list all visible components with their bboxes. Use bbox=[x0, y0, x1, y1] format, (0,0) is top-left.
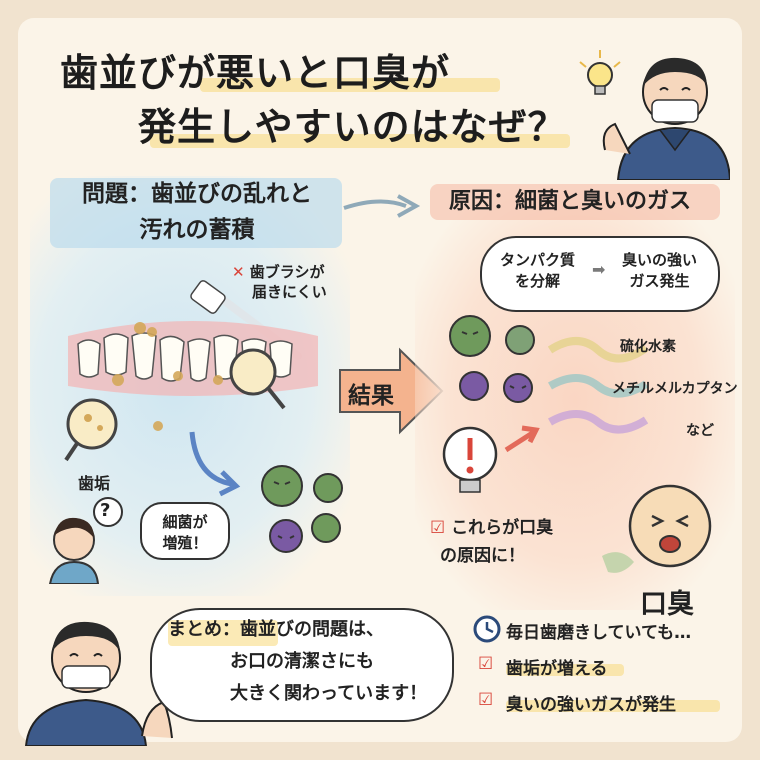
process-right-line-2: ガス発生 bbox=[629, 272, 690, 290]
clock-icon bbox=[473, 615, 501, 643]
person-thinking-illustration bbox=[48, 497, 123, 584]
title-highlight bbox=[150, 134, 570, 148]
checklist-item-1: 歯垢が増える bbox=[506, 659, 608, 679]
process-arrow-icon: ➡ bbox=[592, 260, 606, 279]
process-bubble bbox=[480, 236, 720, 312]
checkbox-icon: ☑ bbox=[478, 654, 494, 674]
question-mark-icon: ? bbox=[100, 500, 111, 521]
process-left-line-1: タンパク質 bbox=[500, 251, 576, 269]
checklist-item-2: 臭いの強いガスが発生 bbox=[506, 695, 676, 715]
bad-breath-label: 口臭 bbox=[640, 589, 694, 620]
problem-heading-line-1: 問題：歯並びの乱れと bbox=[82, 181, 312, 207]
summary-line-1: まとめ：歯並びの問題は、 bbox=[168, 619, 384, 640]
checkbox-icon: ☑ bbox=[430, 518, 452, 538]
problem-heading-band bbox=[50, 178, 342, 248]
process-left-line-2: を分解 bbox=[515, 272, 561, 290]
magnifier-icon bbox=[64, 398, 118, 462]
checkbox-icon: ☑ bbox=[478, 690, 494, 710]
gas-item-2: メチルメルカプタン bbox=[612, 381, 738, 397]
summary-highlight bbox=[168, 620, 278, 646]
summary-line-3: 大きく関わっています！ bbox=[230, 683, 428, 704]
conclusion-line-1: ☑ これらが口臭 bbox=[430, 518, 554, 538]
conclusion: ☑ これらが口臭 の原因に！ bbox=[430, 514, 553, 570]
gas-item-1: 硫化水素 bbox=[620, 339, 676, 355]
cause-heading: 原因：細菌と臭いのガス bbox=[448, 189, 691, 214]
bacteria-bubble: 細菌が 増殖！ bbox=[140, 502, 230, 560]
checklist-clock-item: 毎日歯磨きしていても… bbox=[506, 623, 692, 643]
title-line-2: 発生しやすいのはなぜ？ bbox=[138, 105, 567, 149]
warning-lightbulb-icon bbox=[442, 425, 540, 493]
bacteria-bubble-line-2: 増殖！ bbox=[162, 534, 208, 552]
bad-breath-face-icon bbox=[602, 484, 712, 573]
doctor-illustration-top bbox=[579, 50, 730, 180]
brush-note-line-1: ✕ 歯ブラシが bbox=[232, 263, 325, 281]
process-left: タンパク質 を分解 bbox=[500, 250, 575, 292]
magnifier-icon bbox=[229, 348, 286, 410]
bacteria-illustration bbox=[261, 465, 343, 553]
plaque-label: 歯垢 bbox=[78, 474, 111, 493]
process-right-line-1: 臭いの強い bbox=[622, 251, 698, 269]
gas-wisps bbox=[548, 337, 648, 434]
conclusion-line-2: の原因に！ bbox=[440, 546, 525, 566]
doctor-illustration-bottom bbox=[24, 621, 173, 746]
summary-line-2: お口の清潔さにも bbox=[230, 651, 374, 672]
heading-arrow-icon bbox=[343, 194, 421, 218]
problem-heading-line-2: 汚れの蓄積 bbox=[139, 217, 255, 243]
curved-arrow-icon bbox=[189, 431, 241, 497]
process-right: 臭いの強い ガス発生 bbox=[622, 250, 697, 292]
bacteria-illustration bbox=[449, 315, 535, 403]
title-line-1: 歯並びが悪いと口臭が bbox=[60, 51, 451, 95]
bacteria-bubble-line-1: 細菌が bbox=[162, 513, 208, 531]
problem-heading: 問題：歯並びの乱れと 汚れの蓄積 bbox=[52, 176, 342, 248]
brush-note: ✕ 歯ブラシが 届きにくい bbox=[232, 262, 327, 302]
brush-note-line-2: 届きにくい bbox=[252, 283, 327, 301]
checklist-highlight bbox=[506, 664, 624, 676]
checklist-highlight bbox=[506, 700, 720, 712]
result-label: 結果 bbox=[348, 383, 394, 409]
cross-icon: ✕ bbox=[232, 263, 250, 281]
teeth-illustration bbox=[64, 280, 318, 462]
cause-heading-band bbox=[430, 184, 720, 220]
lightbulb-icon bbox=[579, 50, 621, 95]
gas-item-3: など bbox=[686, 423, 714, 439]
title-highlight bbox=[200, 78, 500, 92]
